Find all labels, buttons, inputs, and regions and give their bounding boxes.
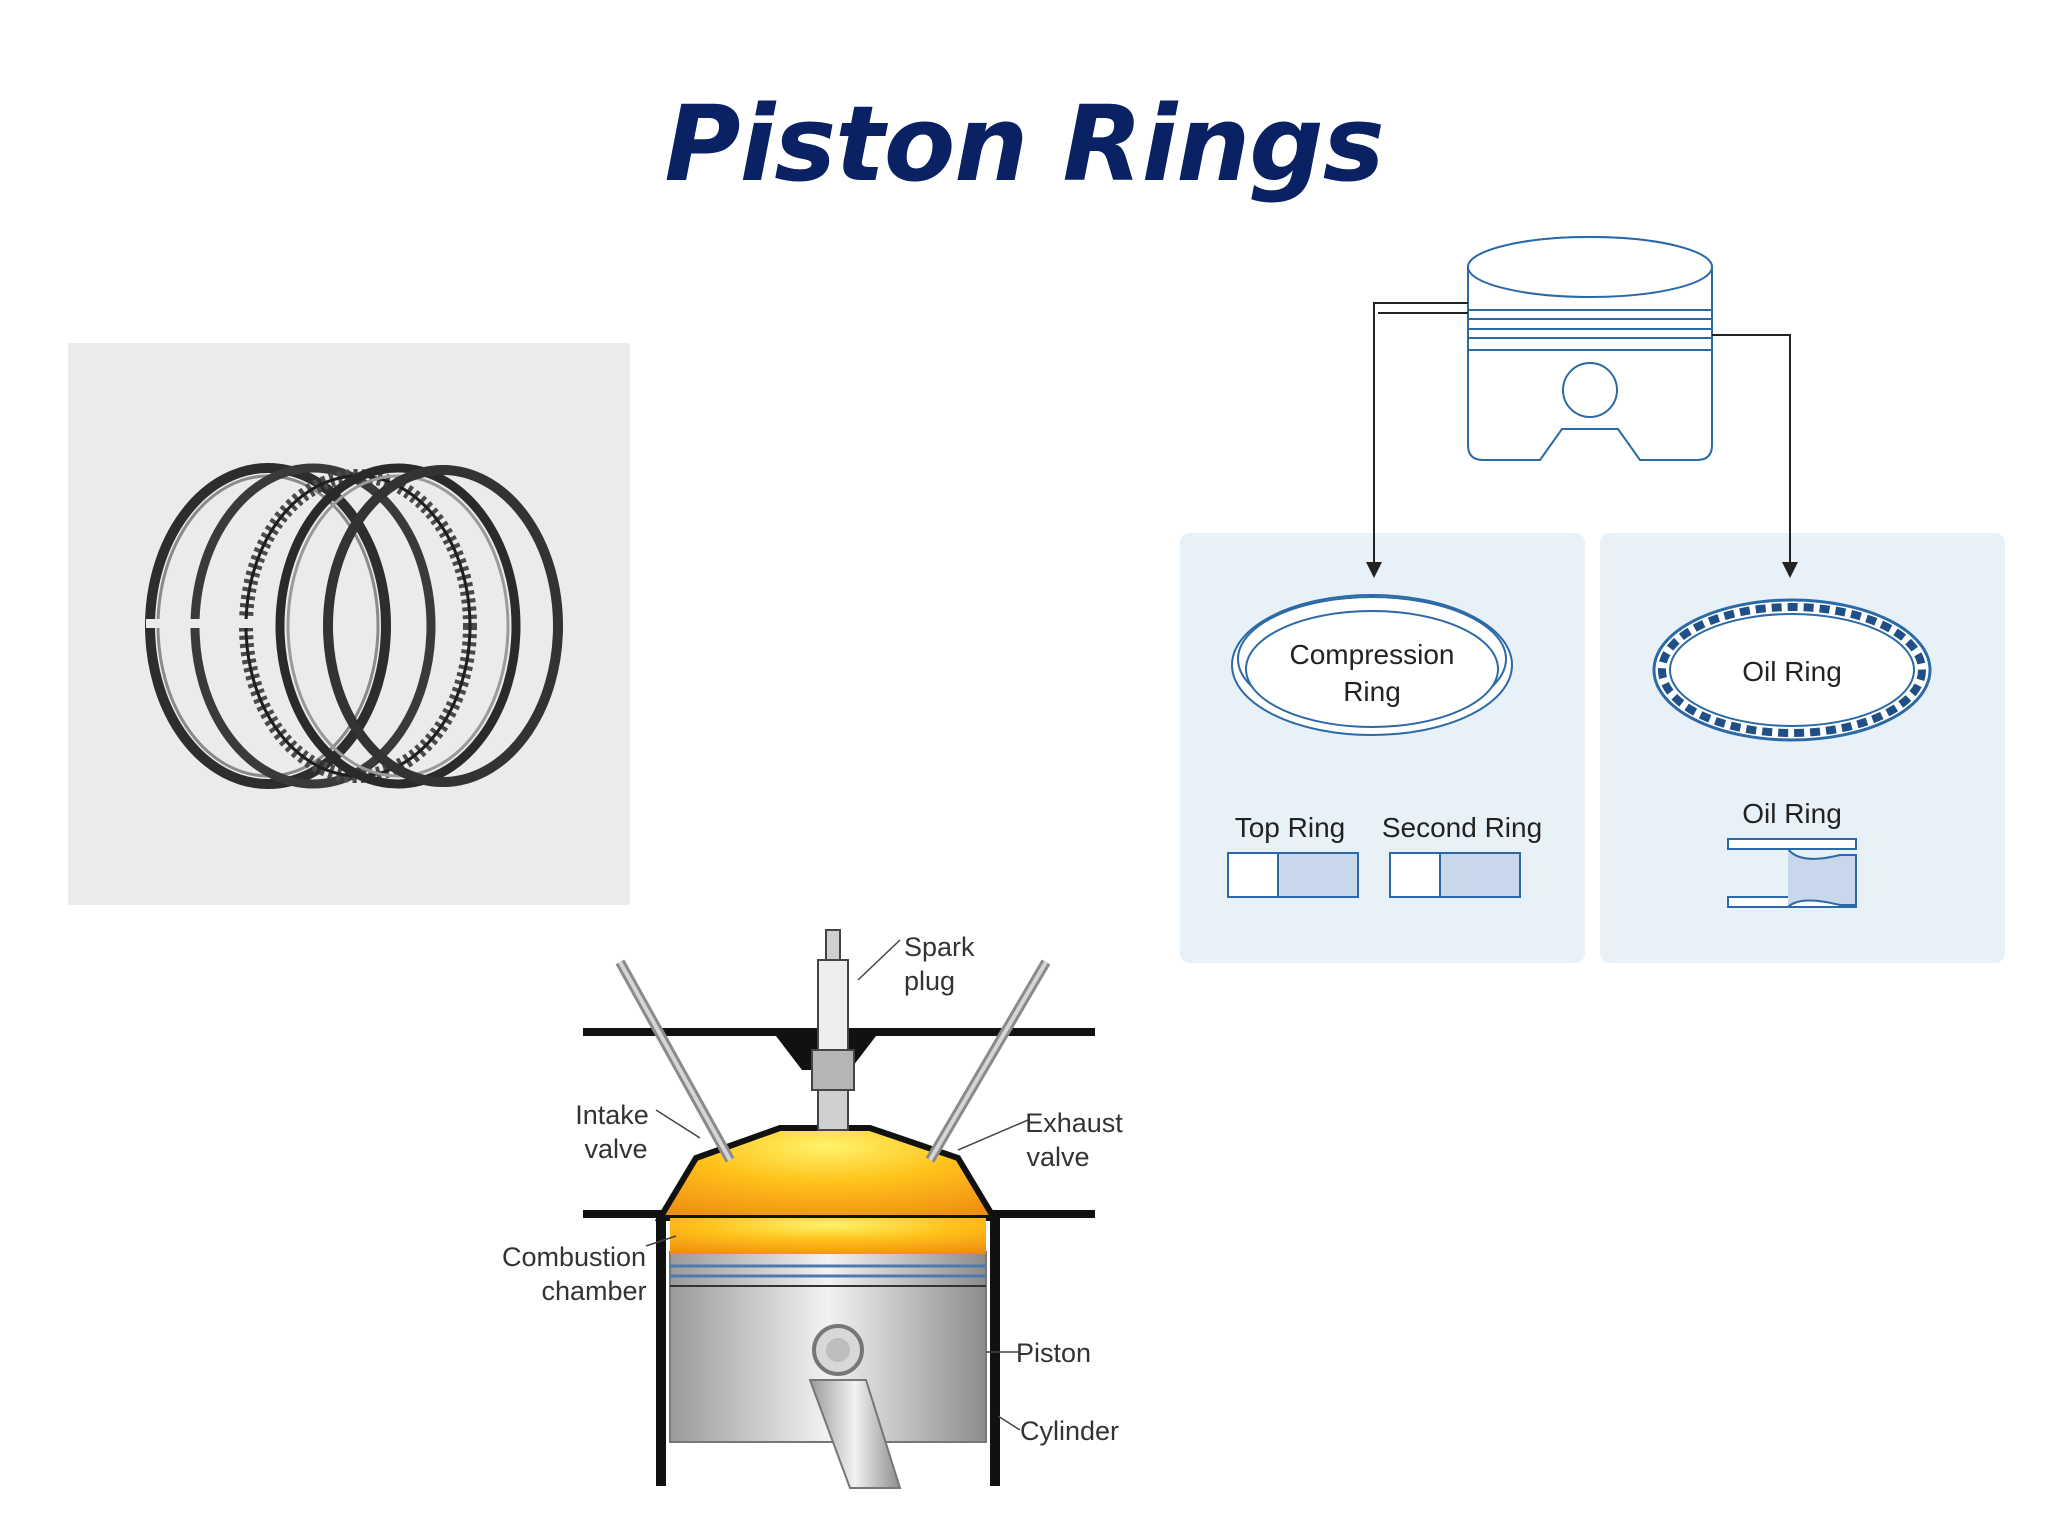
engine-cross-section-graphic: Spark plug Intake valve Exhaust valve Co… bbox=[502, 929, 1123, 1489]
oil-ring-label: Oil Ring bbox=[1742, 656, 1842, 687]
combustion-chamber-label-1: Combustion bbox=[502, 1242, 646, 1272]
compression-ring-label-1: Compression bbox=[1290, 639, 1455, 670]
piston-rings-image bbox=[145, 463, 563, 789]
spark-plug-label-1: Spark bbox=[904, 932, 975, 962]
top-ring-label: Top Ring bbox=[1235, 812, 1346, 843]
piston-rings-diagram-graphic: Compression Ring Oil Ring Top Ring Secon… bbox=[1180, 236, 2005, 963]
exhaust-valve-label-1: Exhaust bbox=[1025, 1108, 1123, 1138]
cylinder-label: Cylinder bbox=[1020, 1416, 1119, 1446]
piston-label: Piston bbox=[1016, 1338, 1091, 1368]
spark-plug-label-2: plug bbox=[904, 966, 955, 996]
second-ring-label: Second Ring bbox=[1382, 812, 1542, 843]
compression-ring-label-2: Ring bbox=[1343, 676, 1401, 707]
oil-ring-section-label: Oil Ring bbox=[1742, 798, 1842, 829]
engine-cross-section: Spark plug Intake valve Exhaust valve Co… bbox=[480, 910, 1160, 1490]
combustion-chamber-label-2: chamber bbox=[541, 1276, 646, 1306]
slide-title: Piston Rings bbox=[664, 83, 1384, 205]
piston-rings-diagram: Compression Ring Oil Ring Top Ring Secon… bbox=[1180, 215, 2010, 975]
exhaust-valve-label-2: valve bbox=[1026, 1142, 1089, 1172]
intake-valve-label-1: Intake bbox=[575, 1100, 649, 1130]
intake-valve-label-2: valve bbox=[584, 1134, 647, 1164]
piston-rings-photo bbox=[68, 343, 630, 905]
